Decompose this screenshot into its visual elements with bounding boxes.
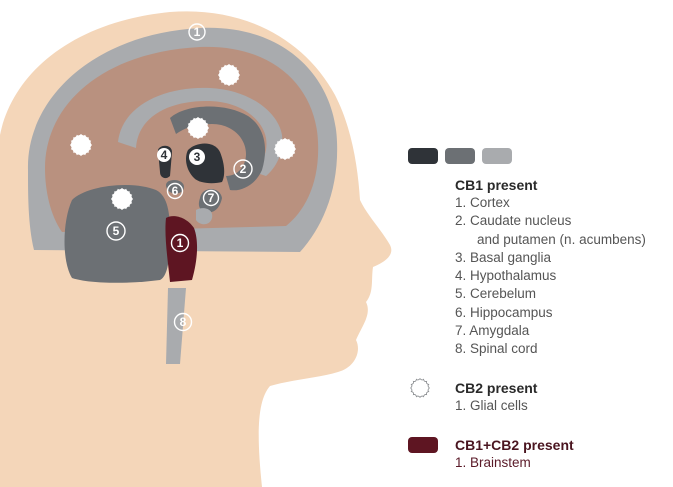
cb2-item: 1. Glial cells — [455, 398, 528, 413]
marker-brainstem-label: 1 — [177, 236, 184, 250]
marker-cerebellum: 5 — [106, 221, 126, 241]
brainstem-region — [165, 216, 198, 282]
marker-cortex-label: 1 — [194, 25, 201, 39]
marker-basal-ganglia: 3 — [189, 149, 205, 165]
cb2-legend-splat-icon — [410, 378, 430, 398]
marker-spinal-cord: 8 — [173, 312, 193, 332]
cb2-heading: CB2 present — [455, 380, 538, 396]
cb1-heading: CB1 present — [455, 177, 538, 193]
cb1-item: 2. Caudate nucleus — [455, 213, 572, 229]
cb2-splat-icon — [187, 117, 209, 139]
caudate-region — [170, 106, 266, 191]
marker-spinal-cord-label: 8 — [180, 315, 187, 329]
marker-brainstem: 1 — [170, 233, 190, 253]
marker-caudate: 2 — [233, 159, 253, 179]
cb1-item: 5. Cerebelum — [455, 286, 537, 302]
cb1-item: 8. Spinal cord — [455, 341, 538, 357]
marker-hypothalamus: 4 — [157, 148, 171, 162]
cerebellum-region — [64, 185, 170, 283]
cb2-splat-icon — [70, 134, 92, 156]
marker-hippocampus: 6 — [166, 182, 184, 200]
legend-swatch — [482, 148, 512, 164]
legend-swatch — [445, 148, 475, 164]
hippocampus-region — [166, 179, 184, 194]
cb1-item: 6. Hippocampus — [455, 304, 553, 320]
cb1-cb2-swatch — [408, 437, 438, 453]
cb1-swatches — [408, 148, 673, 164]
legend: CB1 present 1. Cortex 2. Caudate nucleus… — [405, 148, 673, 470]
marker-amygdala: 7 — [202, 189, 220, 207]
cb2-splat-icon — [218, 64, 240, 86]
pons-region — [196, 208, 213, 225]
cb2-splat-icon — [274, 138, 296, 160]
cb2-splat-icon — [111, 188, 133, 210]
cb2-legend: CB2 present 1. Glial cells — [455, 379, 673, 415]
marker-hippocampus-label: 6 — [172, 184, 179, 198]
cb1-cb2-heading: CB1+CB2 present — [455, 437, 574, 453]
marker-cortex: 1 — [188, 23, 206, 41]
cb1-cb2-item: 1. Brainstem — [455, 455, 531, 470]
cb1-item: 1. Cortex — [455, 195, 510, 210]
marker-basal-ganglia-label: 3 — [194, 150, 201, 164]
cb1-item: 3. Basal ganglia — [455, 249, 552, 265]
marker-hypothalamus-label: 4 — [161, 148, 168, 162]
legend-swatch — [408, 148, 438, 164]
cb1-cb2-legend: CB1+CB2 present 1. Brainstem — [455, 436, 673, 472]
marker-amygdala-label: 7 — [208, 191, 215, 205]
cb1-item: and putamen (n. acumbens) — [477, 231, 646, 247]
corpus-callosum — [118, 87, 283, 176]
marker-cerebellum-label: 5 — [113, 224, 120, 238]
marker-caudate-label: 2 — [240, 162, 247, 176]
cb1-item: 4. Hypothalamus — [455, 268, 557, 284]
cb1-item: 7. Amygdala — [455, 323, 530, 339]
cb1-legend: CB1 present 1. Cortex 2. Caudate nucleus… — [455, 176, 673, 359]
